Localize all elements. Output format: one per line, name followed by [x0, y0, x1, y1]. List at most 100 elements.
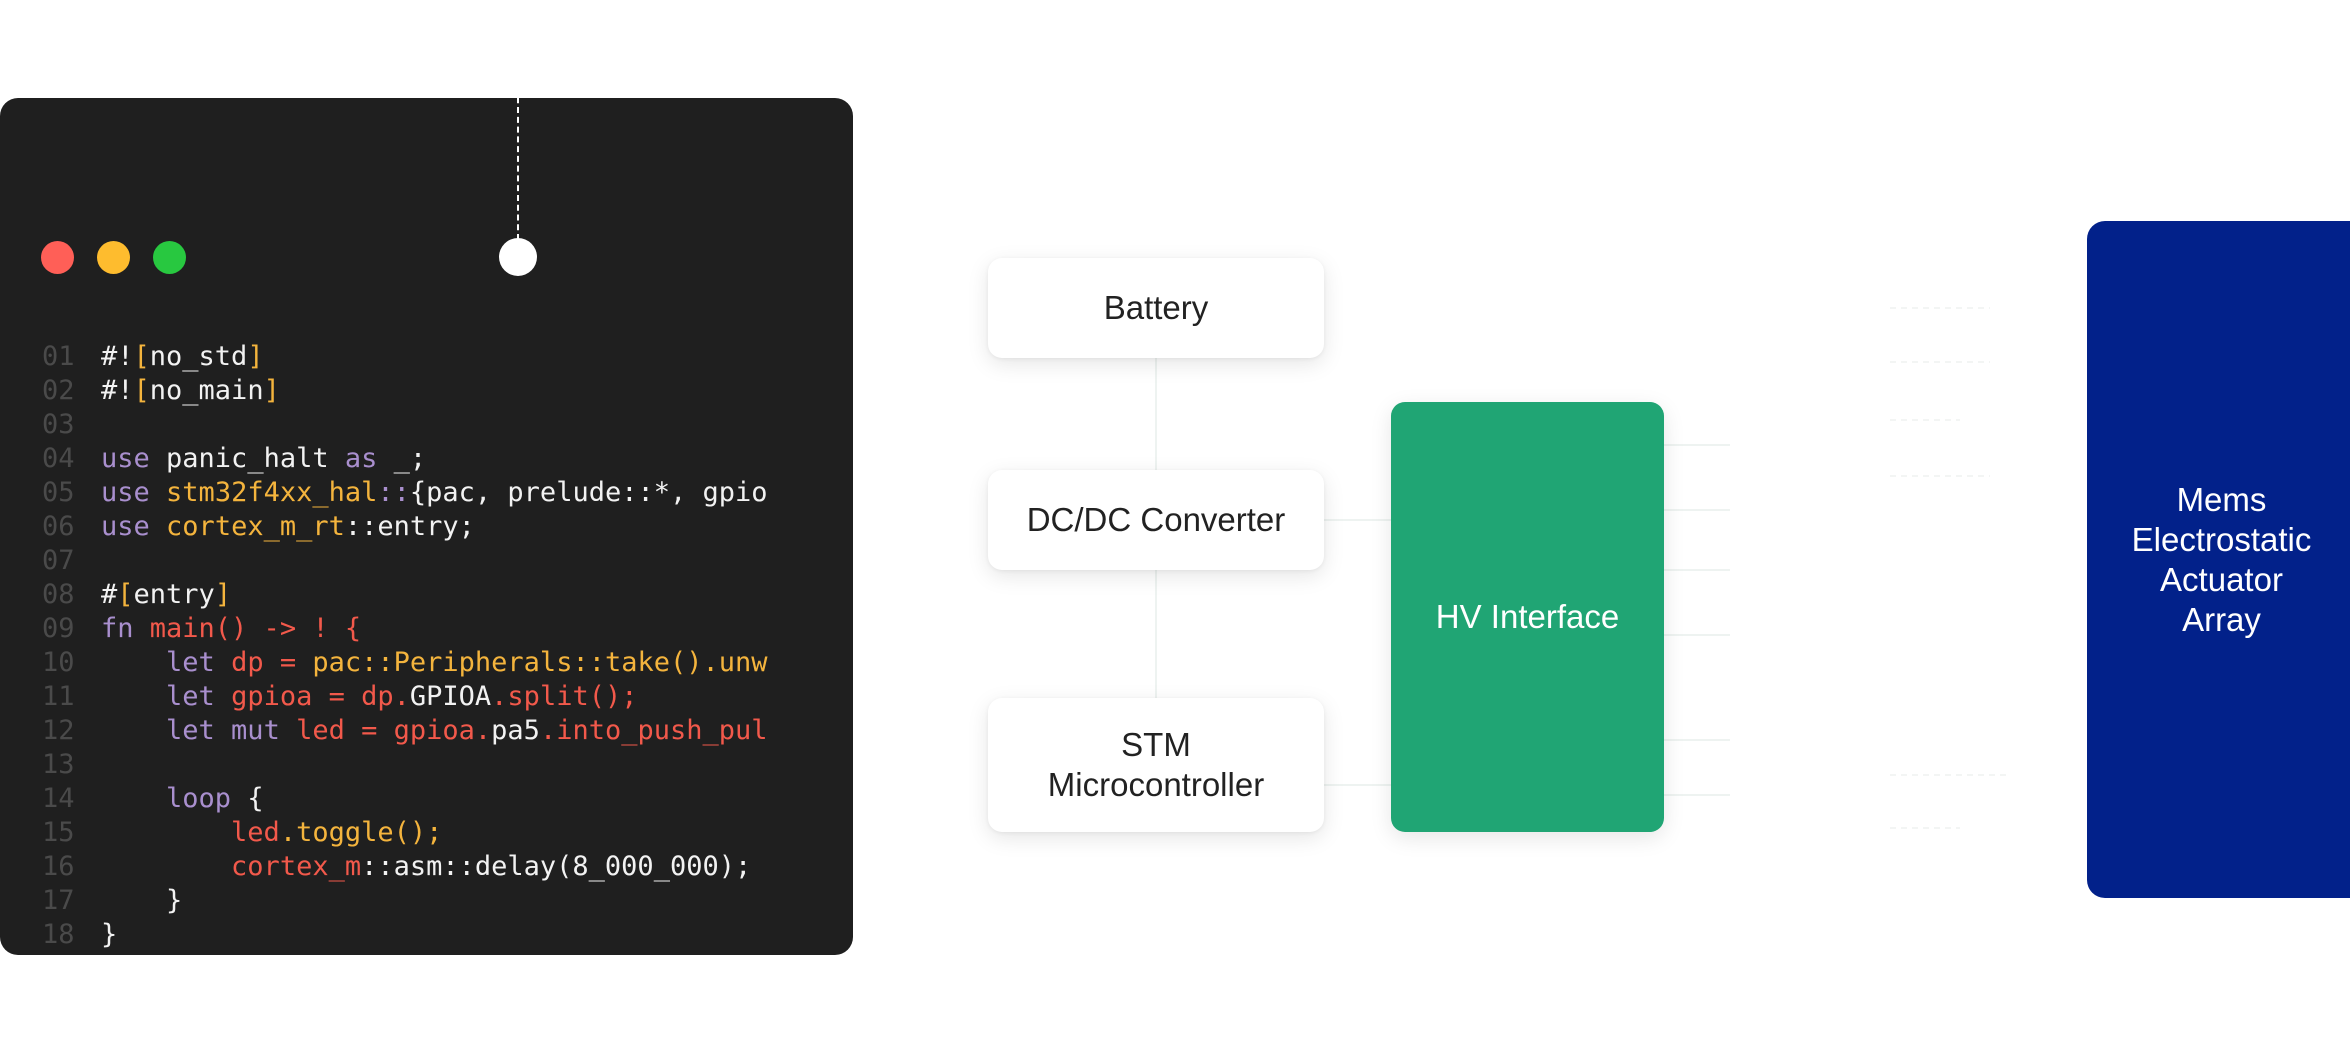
code-token — [101, 681, 166, 712]
code-line: 13 — [42, 748, 820, 782]
code-token: gpioa = dp. — [214, 681, 410, 712]
line-number: 08 — [42, 579, 75, 610]
code-token: panic_halt — [149, 443, 345, 474]
line-number: 10 — [42, 647, 75, 678]
hv-interface-block: HV Interface — [1391, 402, 1664, 832]
code-token: no_main — [149, 375, 264, 406]
line-number: 17 — [42, 885, 75, 916]
code-token: ] — [214, 579, 232, 610]
code-token: as — [344, 443, 378, 474]
line-number: 12 — [42, 715, 75, 746]
code-token: loop — [166, 783, 232, 814]
code-token: let — [166, 681, 215, 712]
code-token: led = gpioa. — [279, 715, 492, 746]
code-token: no_std — [149, 341, 248, 372]
pointer-dashed-line — [517, 68, 519, 240]
code-token: use — [101, 511, 150, 542]
battery-block: Battery — [988, 258, 1324, 358]
line-number: 02 — [42, 375, 75, 406]
code-token: #! — [101, 375, 134, 406]
dcdc-converter-block: DC/DC Converter — [988, 470, 1324, 570]
code-line: 11 let gpioa = dp.GPIOA.split(); — [42, 680, 820, 714]
code-line: 12 let mut led = gpioa.pa5.into_push_pul — [42, 714, 820, 748]
stm-microcontroller-block: STM Microcontroller — [988, 698, 1324, 832]
code-token — [150, 477, 166, 508]
line-number: 14 — [42, 783, 75, 814]
line-number: 01 — [42, 341, 75, 372]
maximize-dot[interactable] — [153, 241, 186, 274]
code-token: let mut — [166, 715, 280, 746]
code-token: use — [101, 443, 150, 474]
code-line: 07 — [42, 544, 820, 578]
code-token: pac::Peripherals::take().unw — [312, 647, 768, 678]
line-number: 18 — [42, 919, 75, 950]
pointer-dot — [499, 238, 537, 276]
window-controls — [41, 241, 186, 274]
code-line: 08 #[entry] — [42, 578, 820, 612]
code-token: led — [231, 817, 280, 848]
code-line: 18} — [42, 918, 820, 952]
code-token: } — [101, 919, 118, 950]
mems-actuator-array-label: Mems Electrostatic Actuator Array — [2131, 480, 2312, 638]
mems-actuator-array-block: Mems Electrostatic Actuator Array — [2087, 221, 2350, 898]
code-token: { — [231, 783, 264, 814]
code-token: .into_push_pul — [539, 715, 768, 746]
code-line: 15 led.toggle(); — [42, 816, 820, 850]
code-token: _; — [377, 443, 427, 474]
code-token — [101, 715, 166, 746]
code-line: 17 } — [42, 884, 820, 918]
dcdc-converter-label: DC/DC Converter — [1026, 501, 1286, 538]
code-token: :: — [377, 477, 410, 508]
code-token: # — [101, 579, 118, 610]
code-line: 14 loop { — [42, 782, 820, 816]
code-line: 02 #![no_main] — [42, 374, 820, 408]
code-token: ::entry; — [344, 511, 475, 542]
code-line: 16 cortex_m::asm::delay(8_000_000); — [42, 850, 820, 884]
line-number: 07 — [42, 545, 75, 576]
code-token: ] — [247, 341, 264, 372]
code-token: } — [101, 885, 183, 916]
code-token — [101, 817, 231, 848]
close-dot[interactable] — [41, 241, 74, 274]
code-token: ] — [263, 375, 280, 406]
code-token: [ — [133, 341, 150, 372]
line-number: 15 — [42, 817, 75, 848]
line-number: 16 — [42, 851, 75, 882]
code-line: 01 #![no_std] — [42, 340, 820, 374]
line-number: 09 — [42, 613, 75, 644]
code-token — [150, 511, 166, 542]
code-token: cortex_m_rt — [166, 511, 345, 542]
code-token: [ — [117, 579, 134, 610]
code-token: .toggle(); — [279, 817, 443, 848]
minimize-dot[interactable] — [97, 241, 130, 274]
code-token: main() -> ! { — [133, 613, 362, 644]
code-token: use — [101, 477, 150, 508]
code-token: fn — [101, 613, 134, 644]
code-token: .split(); — [491, 681, 638, 712]
code-token: #! — [101, 341, 134, 372]
code-token: ::asm::delay(8_000_000); — [361, 851, 752, 882]
code-token — [101, 647, 166, 678]
code-token — [101, 851, 231, 882]
line-number: 04 — [42, 443, 75, 474]
code-token: stm32f4xx_hal — [166, 477, 378, 508]
code-line: 03 — [42, 408, 820, 442]
code-line: 10 let dp = pac::Peripherals::take().unw — [42, 646, 820, 680]
battery-label: Battery — [1103, 289, 1209, 326]
code-token: [ — [133, 375, 150, 406]
code-token: pa5 — [491, 715, 540, 746]
code-token: let — [166, 647, 215, 678]
code-line: 09 fn main() -> ! { — [42, 612, 820, 646]
code-token: cortex_m — [231, 851, 362, 882]
code-token: {pac, prelude::*, gpio — [409, 477, 768, 508]
code-token: entry — [133, 579, 215, 610]
line-number: 13 — [42, 749, 75, 780]
stm-microcontroller-label: STM Microcontroller — [1047, 726, 1265, 803]
hv-interface-label: HV Interface — [1435, 598, 1620, 635]
line-number: 03 — [42, 409, 75, 440]
code-line: 04 use panic_halt as _; — [42, 442, 820, 476]
